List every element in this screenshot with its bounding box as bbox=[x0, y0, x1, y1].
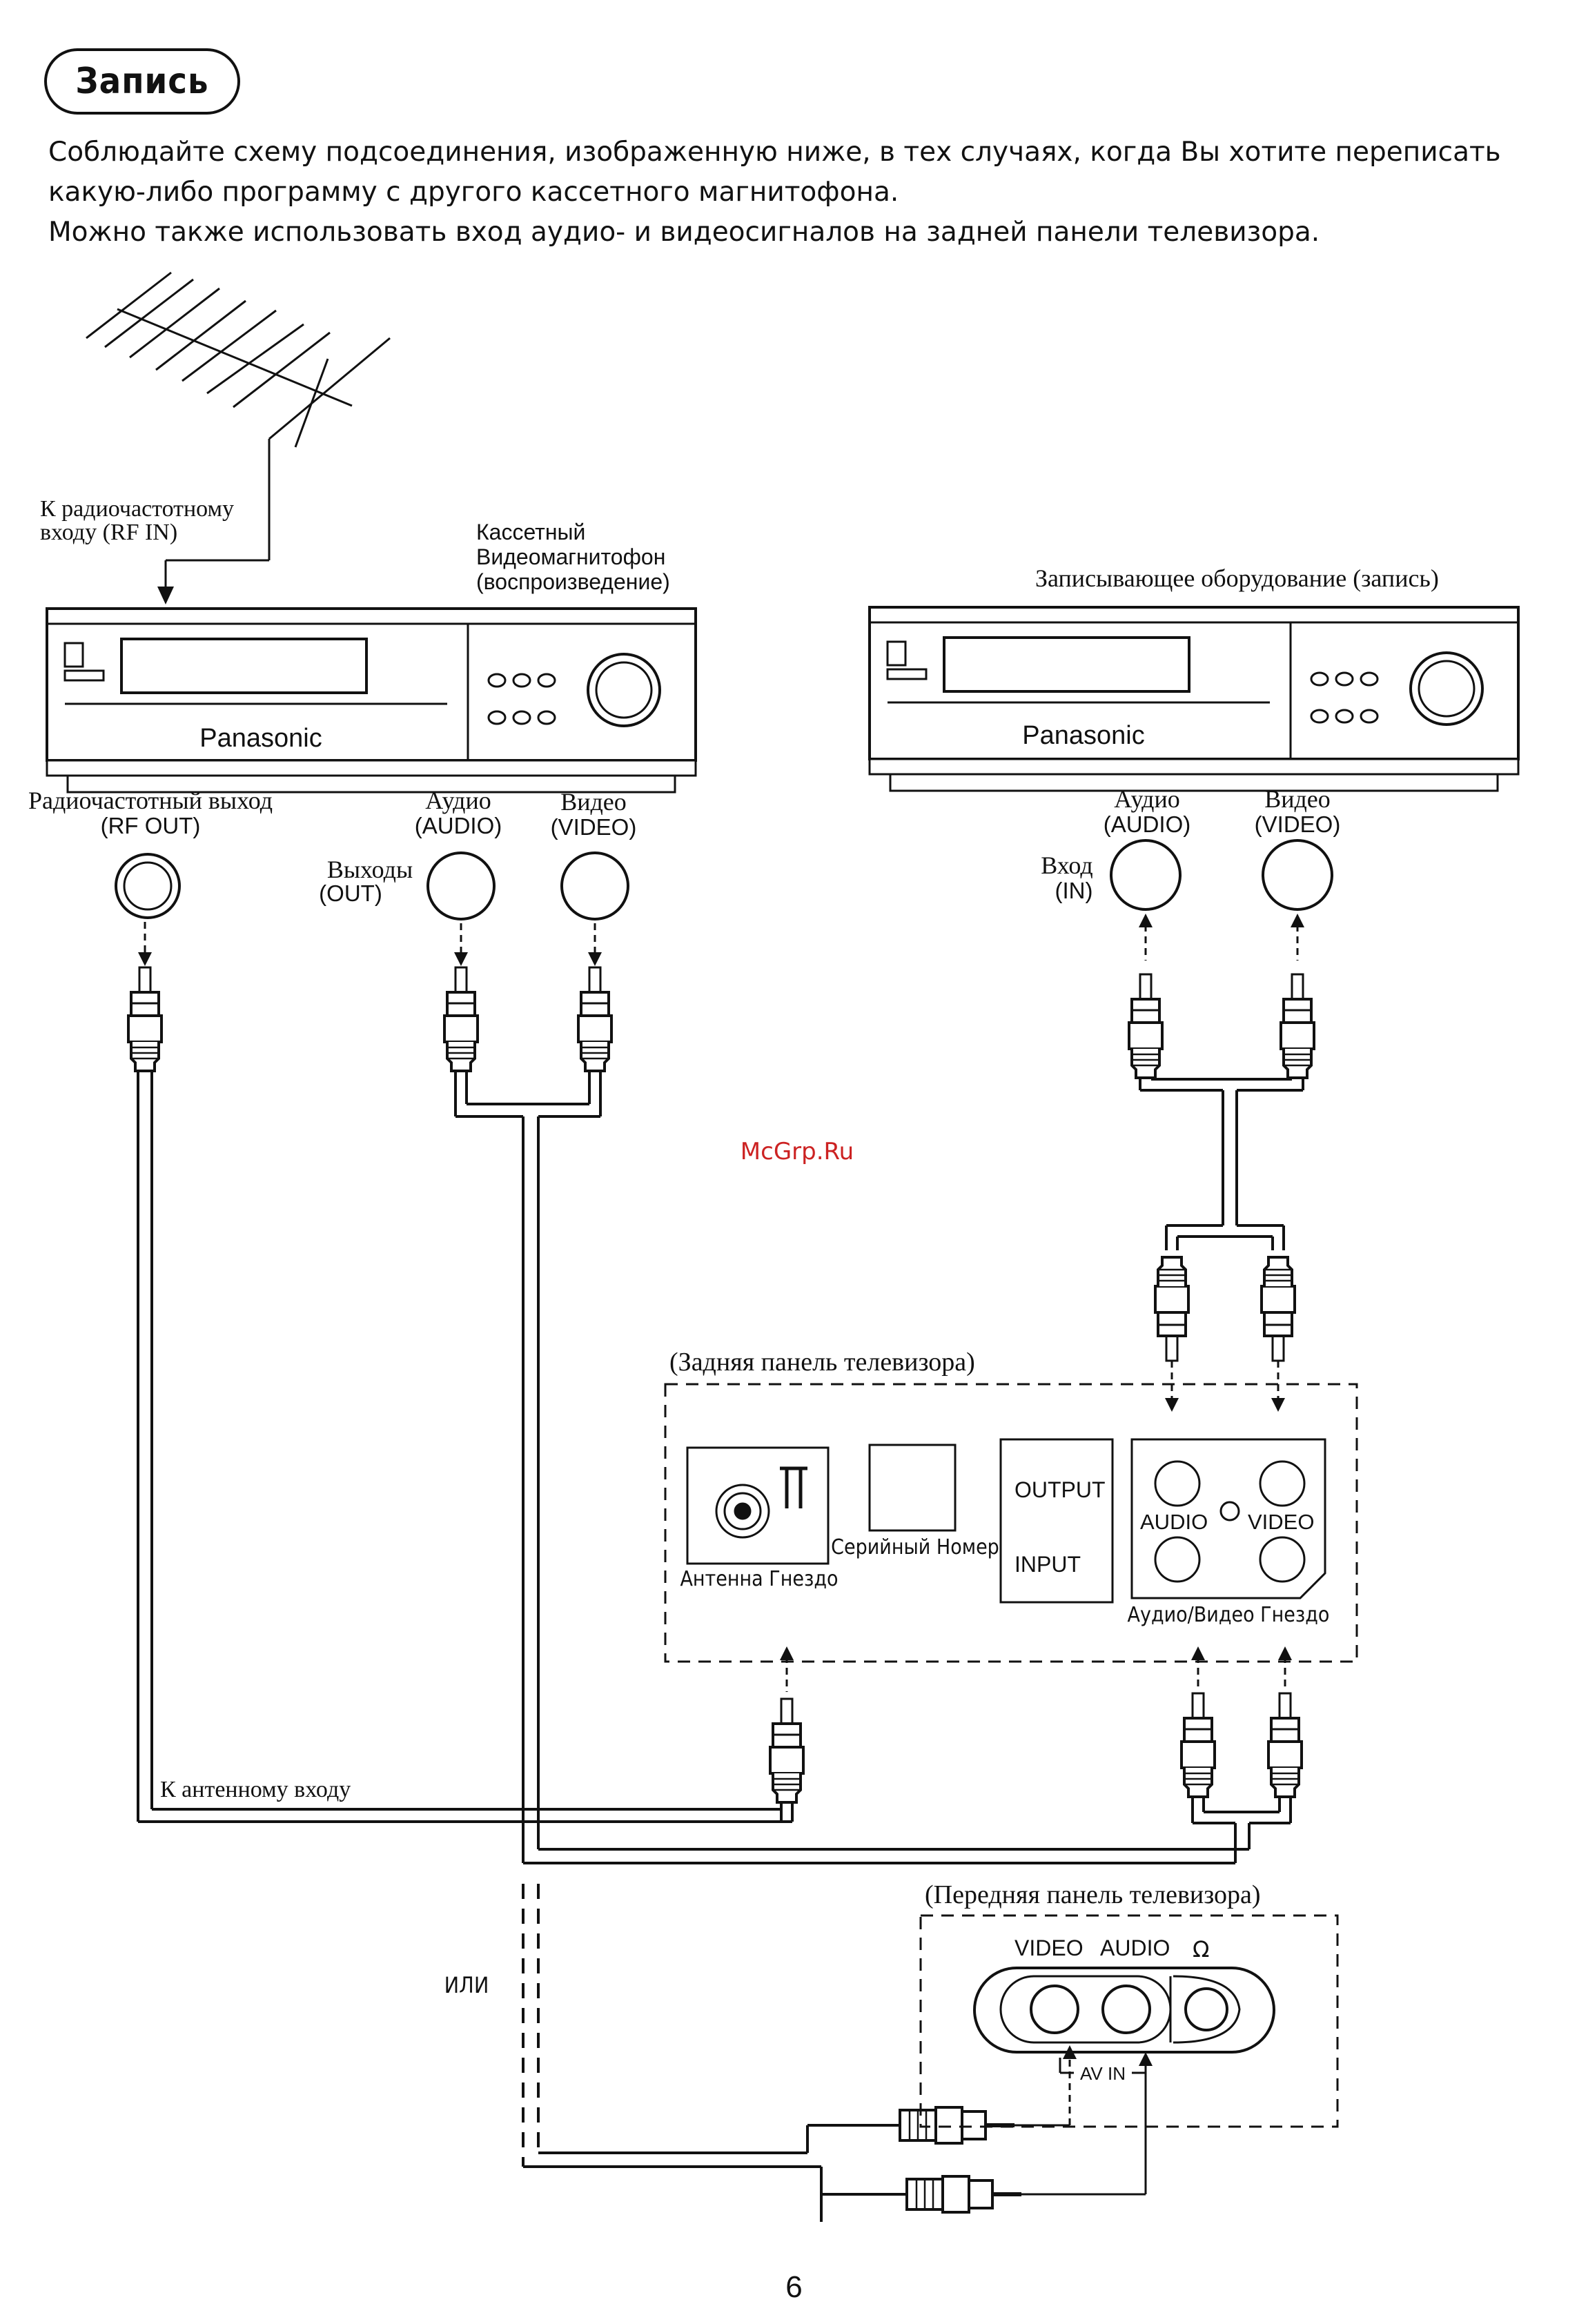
rec-video-label-2: (VIDEO) bbox=[1255, 811, 1341, 837]
rf-plug bbox=[127, 966, 163, 1072]
input-label-2: (IN) bbox=[1055, 878, 1093, 903]
tv-audio-plug-bottom bbox=[1180, 1692, 1216, 1798]
tv-antenna-plug bbox=[769, 1697, 805, 1804]
play-audio-plug bbox=[443, 966, 479, 1072]
intro-line-2: какую-либо программу с другого кассетног… bbox=[48, 177, 899, 208]
vcr-play-label-2: Видеомагнитофон bbox=[476, 544, 665, 569]
play-video-label-2: (VIDEO) bbox=[551, 814, 637, 840]
rec-audio-label-2: (AUDIO) bbox=[1104, 811, 1191, 837]
front-headphone-symbol: Ω bbox=[1193, 1936, 1209, 1962]
intro-line-3: Можно также использовать вход аудио- и в… bbox=[48, 217, 1320, 248]
tv-front-label: (Передняя панель телевизора) bbox=[925, 1880, 1261, 1909]
vcr-rec-label: Записывающее оборудование (запись) bbox=[1035, 564, 1439, 592]
front-plug-video bbox=[899, 2106, 1014, 2145]
front-audio-label: AUDIO bbox=[1100, 1936, 1170, 1960]
rf-cable bbox=[137, 1071, 783, 1823]
tv-serial-label: Серийный Номер bbox=[831, 1535, 999, 1559]
tv-output-label: OUTPUT bbox=[1014, 1477, 1106, 1502]
tv-video-plug-bottom bbox=[1267, 1692, 1303, 1798]
tv-front-jacks bbox=[973, 1967, 1275, 2054]
vcr-rec-brand: Panasonic bbox=[1022, 721, 1144, 750]
tv-input-label: INPUT bbox=[1014, 1552, 1081, 1577]
front-video-label: VIDEO bbox=[1014, 1936, 1084, 1960]
vcr-play-label-3: (воспроизведение) bbox=[476, 569, 670, 594]
vcr-play-label-1: Кассетный bbox=[476, 520, 585, 544]
tv-av-socket bbox=[1130, 1438, 1326, 1599]
recording-cable bbox=[1139, 1078, 1304, 1250]
antenna-icon bbox=[86, 271, 391, 604]
tv-io-box bbox=[999, 1438, 1114, 1604]
play-audio-label-1: Аудио bbox=[425, 787, 491, 814]
antenna-label-2: входу (RF IN) bbox=[40, 520, 177, 545]
av-in-bracket bbox=[1059, 2058, 1147, 2074]
play-video-plug bbox=[577, 966, 613, 1072]
front-plug-audio bbox=[905, 2175, 1021, 2214]
tv-antenna-socket-label: Антенна Гнездо bbox=[680, 1567, 838, 1591]
tv-av-video-label: VIDEO bbox=[1248, 1510, 1314, 1534]
tv-rear-label: (Задняя панель телевизора) bbox=[669, 1348, 975, 1377]
av-in-label: AV IN bbox=[1080, 2063, 1126, 2084]
play-audio-label-2: (AUDIO) bbox=[415, 813, 502, 838]
vcr-play-brand: Panasonic bbox=[199, 724, 322, 753]
vcr-recording bbox=[868, 606, 1520, 792]
antenna-label-1: К радиочастотному bbox=[40, 496, 234, 522]
recording-arrows bbox=[1144, 925, 1299, 961]
input-label-1: Вход bbox=[1041, 851, 1092, 879]
tv-audio-plug-top bbox=[1154, 1256, 1190, 1362]
intro-text: Соблюдайте схему подсоединения, изображе… bbox=[48, 132, 1553, 253]
tv-front-panel bbox=[919, 1914, 1339, 2128]
tv-rear-panel bbox=[664, 1383, 1358, 1663]
recording-jacks bbox=[1110, 839, 1333, 911]
tv-video-plug-top bbox=[1260, 1256, 1296, 1362]
watermark: McGrp.Ru bbox=[741, 1138, 854, 1165]
alternative-cable bbox=[522, 1884, 911, 2222]
antenna-input-label: К антенному входу bbox=[160, 1777, 351, 1802]
rec-video-label-1: Видео bbox=[1264, 785, 1331, 813]
tv-serial-box bbox=[868, 1444, 957, 1532]
rec-video-plug bbox=[1280, 973, 1315, 1079]
tv-av-socket-label: Аудио/Видео Гнездо bbox=[1128, 1603, 1330, 1627]
tv-antenna-socket bbox=[686, 1446, 830, 1565]
playback-av-cable bbox=[454, 1071, 602, 1863]
section-title: Запись bbox=[44, 48, 240, 115]
intro-line-1: Соблюдайте схему подсоединения, изображе… bbox=[48, 137, 1501, 168]
playback-arrows bbox=[144, 922, 596, 955]
vcr-playback bbox=[46, 607, 697, 794]
rec-audio-plug bbox=[1128, 973, 1164, 1079]
section-title-text: Запись bbox=[75, 61, 209, 102]
page-number: 6 bbox=[785, 2270, 803, 2304]
rf-out-label-1: Радиочастотный выход bbox=[28, 787, 273, 814]
tv-av-audio-label: AUDIO bbox=[1140, 1510, 1208, 1534]
playback-jacks bbox=[115, 851, 629, 920]
outputs-label-2: (OUT) bbox=[319, 880, 382, 906]
outputs-label-1: Выходы bbox=[327, 856, 413, 883]
rec-audio-label-1: Аудио bbox=[1114, 785, 1180, 813]
or-label: ИЛИ bbox=[444, 1972, 489, 1998]
rf-out-label-2: (RF OUT) bbox=[101, 813, 201, 838]
play-video-label-1: Видео bbox=[560, 788, 627, 816]
